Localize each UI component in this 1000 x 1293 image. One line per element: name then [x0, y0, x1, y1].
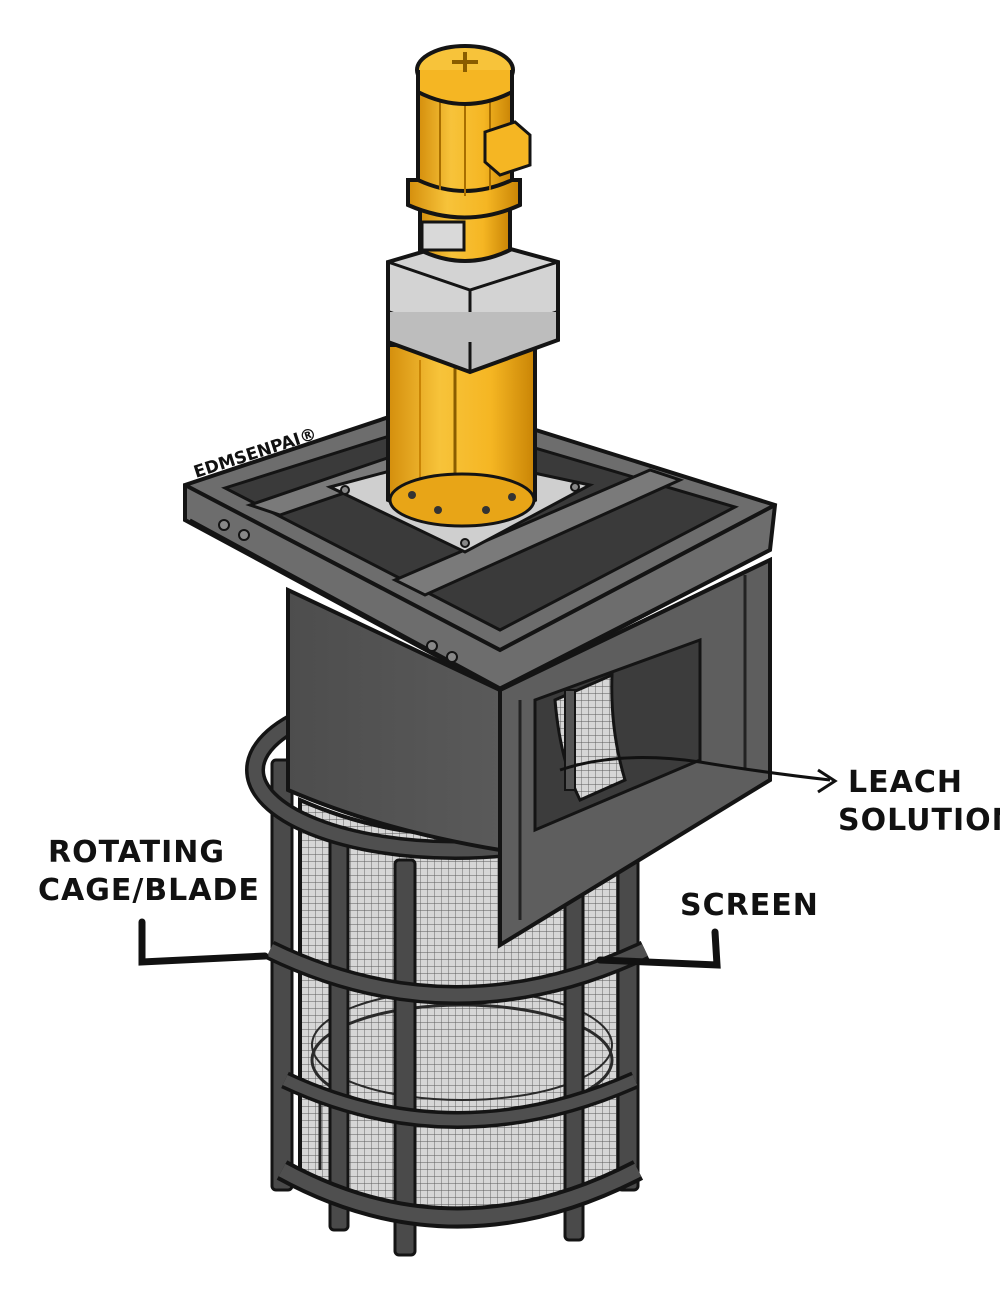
cage-leader-line — [138, 918, 269, 966]
rotating-cage — [270, 758, 640, 1257]
leach-arrow-line — [559, 756, 831, 782]
callout-screen: SCREEN — [596, 888, 819, 969]
leach-label-line1: LEACH — [848, 765, 963, 800]
callout-leach-solution: LEACH SOLUTION — [559, 756, 1000, 838]
callout-rotating-cage: ROTATING CAGE/BLADE — [38, 835, 269, 966]
screen-leader-line — [596, 928, 721, 969]
leach-arrowhead — [817, 768, 838, 794]
tank-body — [286, 556, 772, 949]
electric-motor — [406, 44, 532, 263]
screen-label: SCREEN — [680, 888, 819, 923]
cage-label-line1: ROTATING — [48, 835, 225, 870]
gearbox-block — [386, 235, 560, 375]
cage-label-line2: CAGE/BLADE — [38, 873, 260, 908]
leach-label-line2: SOLUTION — [838, 803, 1000, 838]
drive-housing — [386, 343, 537, 528]
